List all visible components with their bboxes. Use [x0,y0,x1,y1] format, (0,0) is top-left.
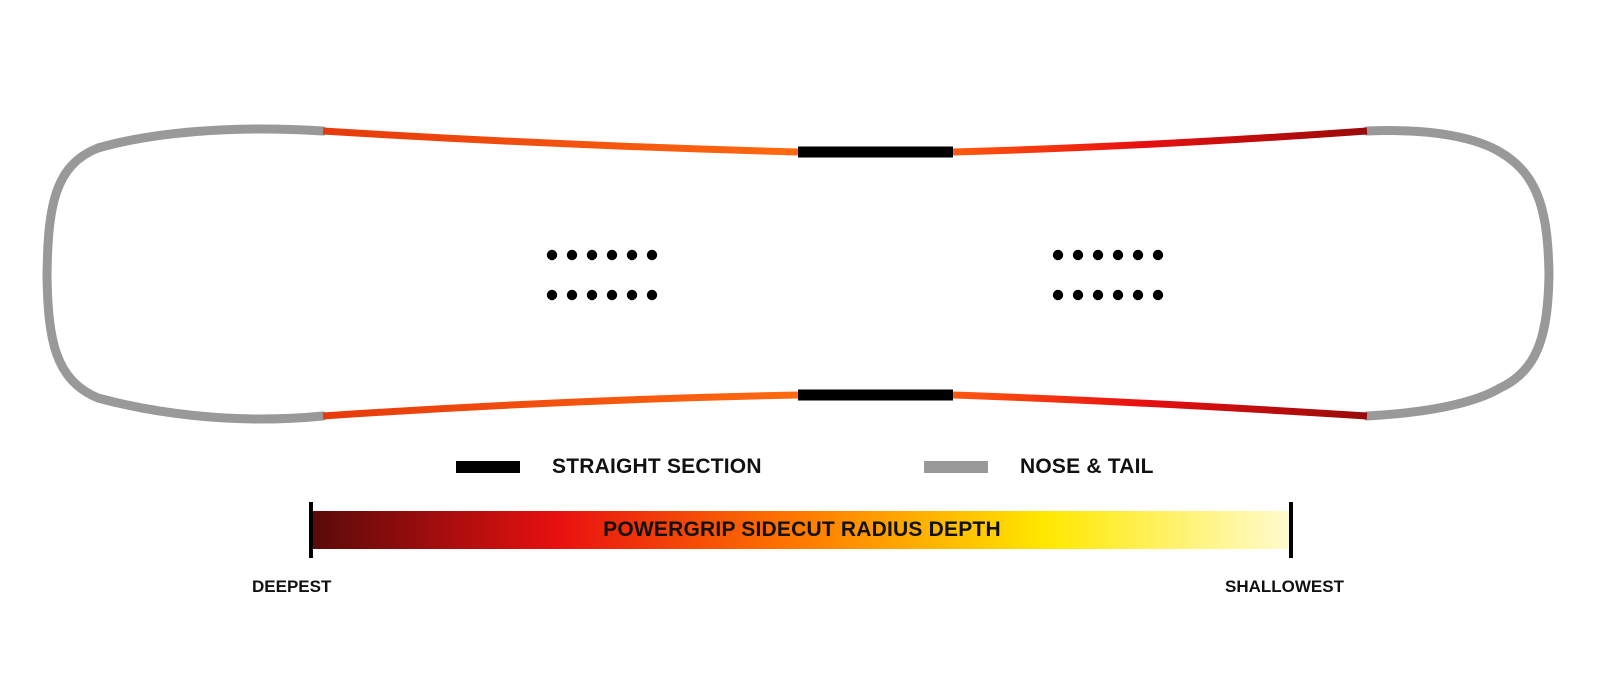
straight-sections [798,146,953,401]
right-insert-group-dot [1132,289,1144,301]
snowboard-diagram [42,124,1554,424]
left-insert-group-dot [546,249,558,261]
nose-tail-swatch [924,461,988,473]
left-insert-group-dot [646,249,658,261]
right-insert-group-dot [1112,289,1124,301]
bottom-left-sidecut [322,391,799,420]
gradient-right-cap [1289,502,1293,558]
right-insert-group-dot [1152,289,1164,301]
right-insert-group-dot [1052,249,1064,261]
left-insert-group-dot [566,249,578,261]
shallowest-label: SHALLOWEST [1225,577,1344,596]
legend-nose-tail: NOSE & TAIL [924,452,1154,482]
right-insert-group-dot [1092,289,1104,301]
right-insert-group-dot [1072,289,1084,301]
left-insert-group-dot [606,249,618,261]
straight-section-swatch [456,461,520,473]
right-insert-group-dot [1092,249,1104,261]
left-insert-group-dot [586,249,598,261]
sidecut-depth-gradient-bar: POWERGRIP SIDECUT RADIUS DEPTH [312,511,1292,549]
left-insert-group-dot [606,289,618,301]
nose-tail-label: NOSE & TAIL [1020,455,1154,478]
nose-tail-outline [42,124,1554,424]
top-left-sidecut [322,127,799,156]
right-insert-group-dot [1112,249,1124,261]
sidecut-edges [322,127,1368,420]
legend-straight-section: STRAIGHT SECTION [456,452,762,482]
left-insert-group-dot [626,249,638,261]
binding-inserts [546,249,1164,301]
bottom-right-sidecut [952,391,1368,420]
right-insert-group-dot [1152,249,1164,261]
right-insert-group-dot [1132,249,1144,261]
left-insert-group-dot [646,289,658,301]
left-end-outline [42,124,328,424]
top-right-sidecut [952,127,1368,156]
deepest-label: DEEPEST [252,577,332,596]
right-end-outline [1362,126,1554,421]
left-insert-group-dot [546,289,558,301]
gradient-left-cap [309,502,313,558]
left-insert-group-dot [566,289,578,301]
straight-section-label: STRAIGHT SECTION [552,455,762,478]
right-insert-group-dot [1052,289,1064,301]
right-insert-group-dot [1072,249,1084,261]
left-insert-group-dot [586,289,598,301]
gradient-title: POWERGRIP SIDECUT RADIUS DEPTH [603,518,1001,541]
left-insert-group-dot [626,289,638,301]
